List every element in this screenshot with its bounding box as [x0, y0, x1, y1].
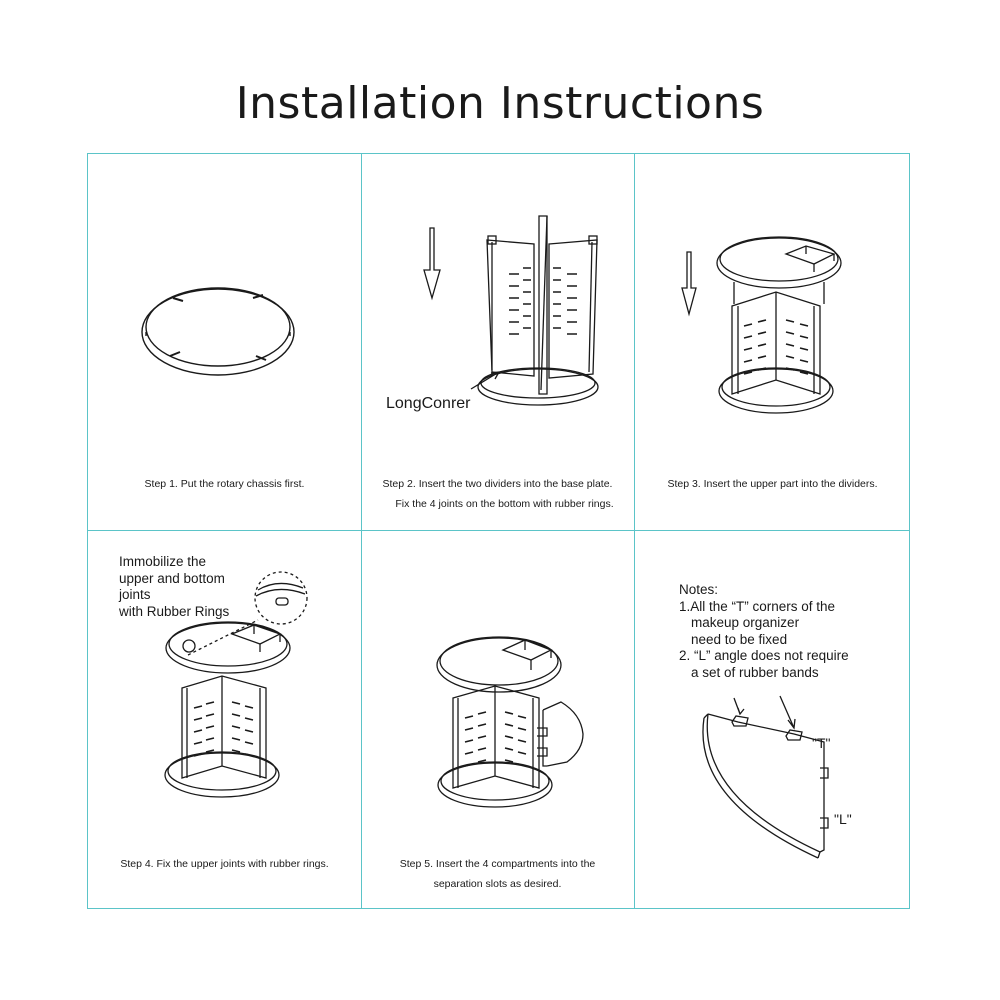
- notes-text: Notes: 1.All the “T” corners of the make…: [679, 582, 849, 680]
- step-4-callout: Immobilize the upper and bottom joints w…: [119, 554, 230, 619]
- notes-cell: Notes: 1.All the “T” corners of the make…: [634, 530, 911, 910]
- step-5-caption-line-1: Step 5. Insert the 4 compartments into t…: [399, 858, 596, 870]
- joint-detail-icon: [254, 571, 308, 625]
- l-label: "L": [834, 811, 852, 827]
- t-label: "T": [812, 735, 831, 751]
- l-corner-clip-icon: [820, 817, 829, 829]
- t-corner-clip-icon: [785, 729, 803, 741]
- grid-divider: [88, 530, 909, 531]
- t-corner-clip-icon: [731, 715, 749, 727]
- step-1-caption: Step 1. Put the rotary chassis first.: [144, 478, 305, 490]
- step-5-caption-line-2: separation slots as desired.: [433, 878, 562, 890]
- step-2-caption-line-2: Fix the 4 joints on the bottom with rubb…: [395, 498, 614, 510]
- long-corner-label: LongConrer: [386, 395, 471, 412]
- step-1-cell: Step 1. Put the rotary chassis first.: [88, 154, 361, 530]
- step-2-cell: LongConrer Step 2. Insert the two divide…: [361, 154, 634, 530]
- step-3-cell: Step 3. Insert the upper part into the d…: [634, 154, 911, 530]
- step-4-caption: Step 4. Fix the upper joints with rubber…: [120, 858, 329, 870]
- l-corner-clip-icon: [820, 767, 829, 779]
- curved-compartment-icon: [702, 717, 819, 859]
- step-4-cell: Immobilize the upper and bottom joints w…: [88, 530, 361, 910]
- step-5-cell: Step 5. Insert the 4 compartments into t…: [361, 530, 634, 910]
- instruction-grid: Step 1. Put the rotary chassis first.: [87, 153, 910, 909]
- step-2-caption-line-1: Step 2. Insert the two dividers into the…: [382, 478, 613, 490]
- step-3-caption: Step 3. Insert the upper part into the d…: [667, 478, 878, 490]
- notes-heading: Notes:: [679, 582, 719, 597]
- grid-divider: [634, 154, 635, 908]
- callout-arrow-icon: [470, 371, 500, 390]
- down-arrow-icon: [423, 227, 441, 301]
- grid-divider: [361, 154, 362, 908]
- compartment-icon: [542, 701, 584, 767]
- rotary-chassis-illustration: [141, 287, 295, 376]
- down-arrow-icon: [681, 251, 697, 317]
- page-title: Installation Instructions: [235, 78, 765, 129]
